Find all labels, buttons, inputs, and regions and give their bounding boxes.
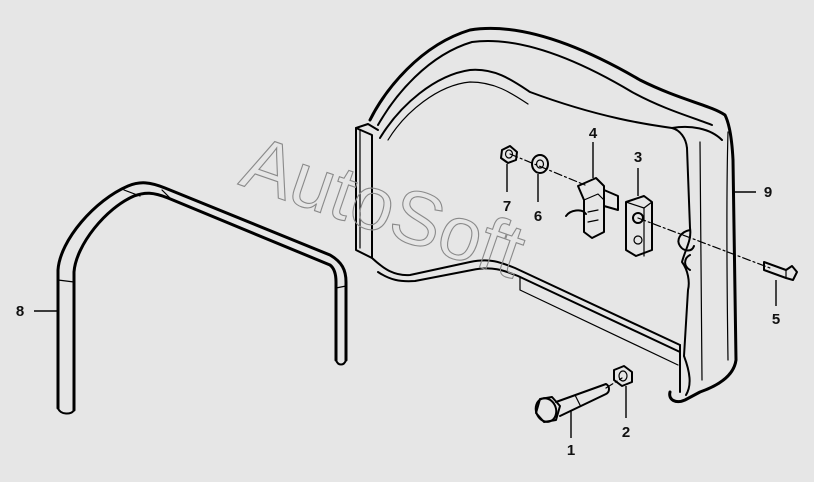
callout-4: 4 [589, 125, 598, 142]
callout-labels: 1 2 3 4 5 6 7 8 9 [16, 125, 780, 459]
callout-5: 5 [772, 311, 780, 328]
part-2-nut [613, 365, 633, 387]
leader-lines [34, 142, 777, 438]
callout-6: 6 [534, 208, 542, 225]
callout-2: 2 [622, 424, 630, 441]
callout-8: 8 [16, 303, 24, 320]
part-4-bracket [565, 177, 619, 239]
part-6-washer [531, 154, 549, 174]
part-3-spacer-block [625, 195, 653, 257]
part-1-bolt [534, 383, 610, 423]
callout-9: 9 [764, 184, 772, 201]
callout-3: 3 [634, 149, 642, 166]
callout-7: 7 [503, 198, 511, 215]
part-5-bolt [763, 261, 798, 281]
assembly-axes [509, 153, 771, 389]
callout-1: 1 [567, 442, 575, 459]
part-7-nut [500, 145, 518, 164]
watermark-text: AutoSoft [232, 120, 535, 295]
part-9-cover [355, 26, 738, 404]
part-8-u-bar [56, 181, 348, 415]
